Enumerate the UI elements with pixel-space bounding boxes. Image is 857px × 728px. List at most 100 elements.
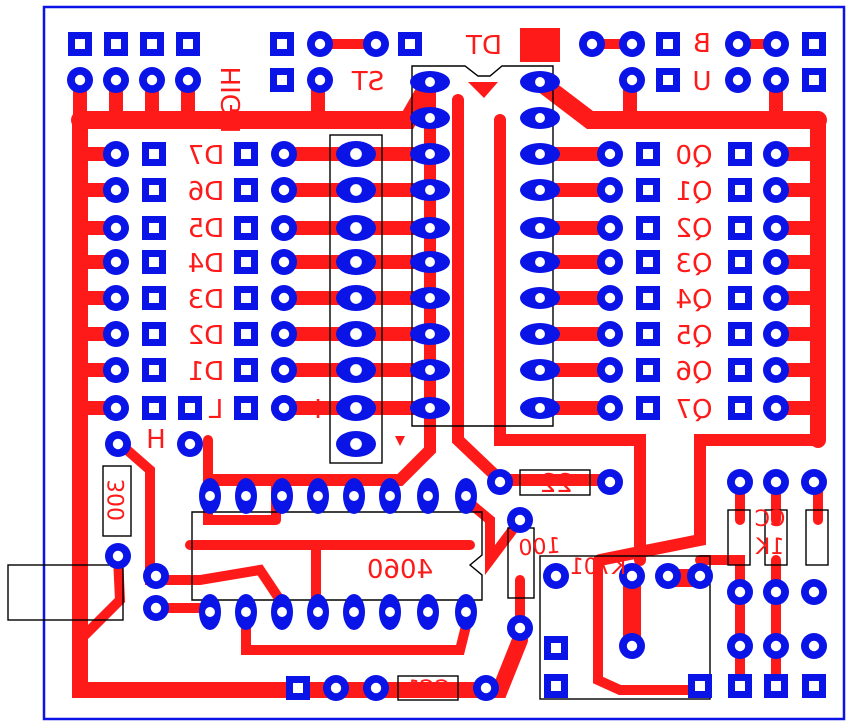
pad-hole [425, 257, 435, 267]
pad-hole [535, 149, 545, 159]
pad-hole [732, 38, 744, 50]
pad-hole [535, 403, 545, 413]
pad-hole [75, 39, 85, 49]
k701-outline [539, 555, 711, 700]
pad-hole [350, 184, 362, 196]
pad-hole [604, 364, 616, 376]
pad-hole [241, 293, 251, 303]
pad-hole [770, 586, 782, 598]
pad-hole [604, 148, 616, 160]
pad-hole [425, 77, 435, 87]
pad-hole [313, 491, 323, 501]
pad-hole [735, 223, 745, 233]
pad-hole [535, 185, 545, 195]
pad-hole [370, 682, 382, 694]
r1k-outline [764, 509, 788, 566]
pad-hole [535, 293, 545, 303]
pad-hole [770, 402, 782, 414]
label-r300: 300 [105, 479, 130, 521]
pad-hole [535, 223, 545, 233]
pad-hole [110, 364, 122, 376]
pad-hole [425, 223, 435, 233]
pad-hole [535, 257, 545, 267]
pad-hole [662, 570, 674, 582]
label-dt: DT [466, 31, 502, 61]
dip-switch-outline [329, 134, 383, 464]
pads [67, 31, 827, 701]
pad-hole [425, 113, 435, 123]
pad-hole [643, 257, 653, 267]
pad-hole [770, 74, 782, 86]
pad-hole [643, 185, 653, 195]
pad-hole [370, 38, 382, 50]
pad-hole [643, 365, 653, 375]
pad-hole [314, 74, 326, 86]
pad-hole [149, 403, 159, 413]
pad-hole [330, 682, 342, 694]
pad-hole [185, 403, 195, 413]
pad-hole [350, 438, 362, 450]
pad-hole [770, 640, 782, 652]
pad-hole [241, 257, 251, 267]
pad-hole [241, 491, 251, 501]
pad-hole [278, 402, 290, 414]
label-q3: Q3 [675, 249, 712, 279]
label-st: ST [352, 67, 385, 97]
pad-hole [425, 149, 435, 159]
pad-hole [278, 328, 290, 340]
pad-hole [735, 403, 745, 413]
pad-hole [205, 491, 215, 501]
pad-hole [732, 74, 744, 86]
pad-hole [149, 223, 159, 233]
cc-left-outline [727, 509, 751, 566]
ic-4060-outline [191, 511, 483, 601]
pad-hole [535, 365, 545, 375]
pad-hole [425, 293, 435, 303]
pad-hole [735, 257, 745, 267]
label-d5: D5 [188, 214, 225, 244]
pad-hole [112, 550, 124, 562]
label-q6: Q6 [675, 357, 712, 387]
pad-hole [643, 329, 653, 339]
pad-hole [277, 491, 287, 501]
pad-hole [808, 586, 820, 598]
pad-hole [586, 38, 598, 50]
pad-hole [643, 293, 653, 303]
pad-hole [74, 74, 86, 86]
label-q4: Q4 [675, 285, 712, 315]
pad-hole [643, 403, 653, 413]
pad-hole [350, 148, 362, 160]
pad-hole [809, 681, 819, 691]
pad-hole [423, 491, 433, 501]
pad-hole [350, 364, 362, 376]
pad-hole [241, 223, 251, 233]
pad-hole [770, 184, 782, 196]
pad-hole [734, 476, 746, 488]
label-q5: Q5 [675, 321, 712, 351]
label-d6: D6 [188, 177, 225, 207]
pad-hole [480, 682, 492, 694]
pad-hole [461, 491, 471, 501]
pad-hole [735, 185, 745, 195]
pad-hole [111, 39, 121, 49]
label-1k: 1K [755, 535, 784, 560]
dt-pad [520, 28, 560, 62]
pad-hole [149, 293, 159, 303]
pad-hole [314, 38, 326, 50]
pad-hole [241, 607, 251, 617]
label-q7: Q7 [675, 395, 712, 425]
pad-hole [150, 570, 162, 582]
pad-hole [405, 39, 415, 49]
label-q1: Q1 [675, 177, 712, 207]
pad-hole [241, 365, 251, 375]
pad-hole [770, 328, 782, 340]
pad-hole [663, 39, 673, 49]
pad-hole [604, 476, 616, 488]
pad-hole [277, 607, 287, 617]
pad-hole [182, 74, 194, 86]
r22-outline [519, 469, 591, 496]
pad-hole [770, 222, 782, 234]
pad-hole [626, 74, 638, 86]
label-cc: CC [755, 507, 786, 532]
pad-hole [604, 222, 616, 234]
